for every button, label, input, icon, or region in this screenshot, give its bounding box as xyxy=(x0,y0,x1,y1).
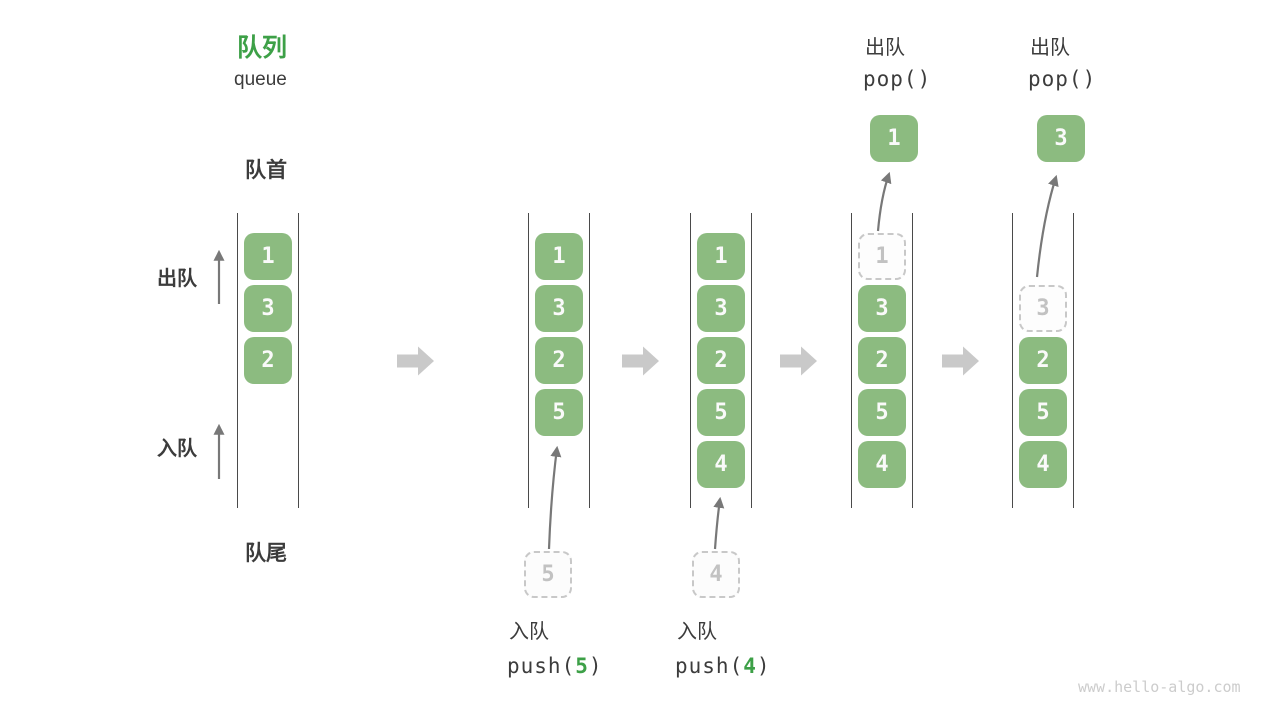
queue-item: 2 xyxy=(244,337,292,384)
dequeue-side-label: 出队 xyxy=(157,268,197,290)
push5-code: push(5) xyxy=(507,654,603,678)
queue-item: 3 xyxy=(858,285,906,332)
queue-item: 4 xyxy=(1019,441,1067,488)
staging-item-4: 4 xyxy=(692,551,740,598)
queue-item: 4 xyxy=(858,441,906,488)
queue-item: 5 xyxy=(858,389,906,436)
queue-item-removed: 3 xyxy=(1019,285,1067,332)
queue-item: 5 xyxy=(1019,389,1067,436)
pop3-label: 出队 xyxy=(1030,37,1070,59)
pop1-label: 出队 xyxy=(865,37,905,59)
step-arrow-1 xyxy=(397,346,434,376)
push4-close: ) xyxy=(756,654,771,678)
queue-item: 3 xyxy=(244,285,292,332)
push5-label: 入队 xyxy=(509,621,549,643)
queue-item: 4 xyxy=(697,441,745,488)
rear-label: 队尾 xyxy=(245,542,287,565)
watermark: www.hello-algo.com xyxy=(1078,678,1241,696)
diagram-title-en: queue xyxy=(234,69,287,90)
diagram-title-zh: 队列 xyxy=(237,34,288,62)
front-label: 队首 xyxy=(245,159,287,182)
queue-item: 5 xyxy=(535,389,583,436)
queue-item: 3 xyxy=(535,285,583,332)
enqueue-side-label: 入队 xyxy=(157,438,197,460)
queue-item: 3 xyxy=(697,285,745,332)
push4-fn: push( xyxy=(675,654,744,678)
pop3-code: pop() xyxy=(1028,67,1097,91)
push4-label: 入队 xyxy=(677,621,717,643)
queue-item: 1 xyxy=(244,233,292,280)
push5-fn: push( xyxy=(507,654,576,678)
pop1-code: pop() xyxy=(863,67,932,91)
step-arrow-2 xyxy=(622,346,659,376)
popped-item-3: 3 xyxy=(1037,115,1085,162)
push4-arg: 4 xyxy=(743,654,757,678)
queue-item-removed: 1 xyxy=(858,233,906,280)
queue-column-2: 1 3 2 5 xyxy=(528,213,590,508)
queue-item: 1 xyxy=(535,233,583,280)
queue-column-5: 3 2 5 4 xyxy=(1012,213,1074,508)
queue-item: 2 xyxy=(697,337,745,384)
step-arrow-3 xyxy=(780,346,817,376)
popped-item-1: 1 xyxy=(870,115,918,162)
queue-item: 5 xyxy=(697,389,745,436)
queue-item: 2 xyxy=(535,337,583,384)
push5-close: ) xyxy=(588,654,603,678)
queue-column-1: 1 3 2 xyxy=(237,213,299,508)
queue-item: 1 xyxy=(697,233,745,280)
step-arrow-4 xyxy=(942,346,979,376)
queue-item: 2 xyxy=(858,337,906,384)
queue-column-4: 1 3 2 5 4 xyxy=(851,213,913,508)
queue-column-3: 1 3 2 5 4 xyxy=(690,213,752,508)
staging-item-5: 5 xyxy=(524,551,572,598)
push5-arg: 5 xyxy=(575,654,589,678)
queue-item: 2 xyxy=(1019,337,1067,384)
push4-code: push(4) xyxy=(675,654,771,678)
